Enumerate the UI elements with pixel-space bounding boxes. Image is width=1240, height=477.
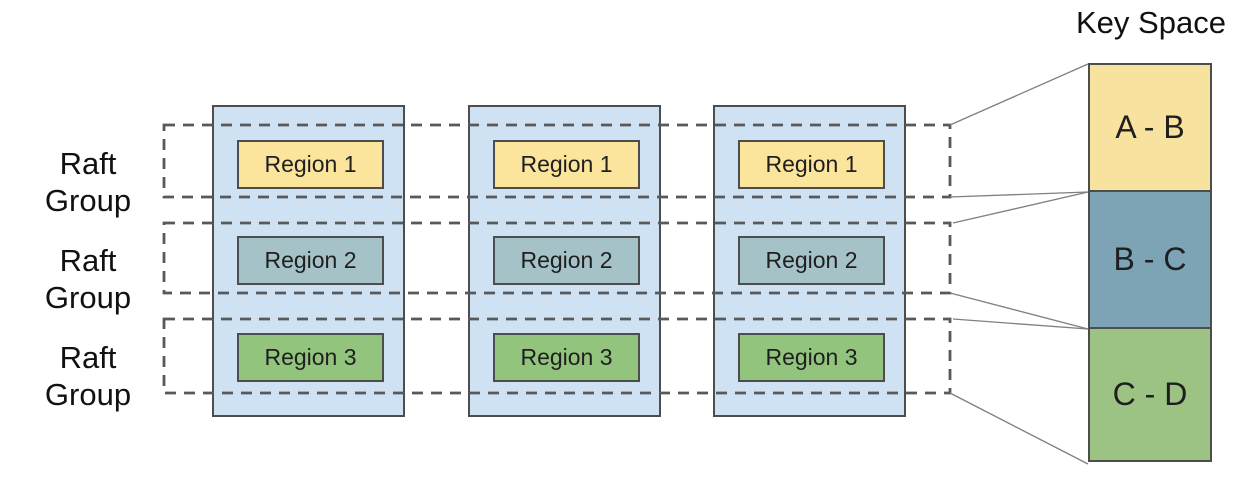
connector-group1-bottom-to-ab-bc-boundary: [949, 191, 1089, 198]
node-3-region-2: Region 2: [738, 236, 885, 285]
connector-group1-top-to-ab-top: [949, 63, 1089, 126]
node-2: Region 1 Region 2 Region 3: [468, 105, 661, 417]
node-3-region-3: Region 3: [738, 333, 885, 382]
key-space-segment-c-d: C - D: [1088, 327, 1212, 462]
connector-group2-top-to-ab-bc-boundary: [952, 191, 1089, 224]
node-2-region-3: Region 3: [493, 333, 640, 382]
node-2-region-1: Region 1: [493, 140, 640, 189]
key-space-segment-a-b: A - B: [1088, 63, 1212, 192]
raft-group-3-label: Raft Group: [44, 340, 132, 412]
node-2-region-2: Region 2: [493, 236, 640, 285]
node-1-region-1: Region 1: [237, 140, 384, 189]
raft-group-1-label: Raft Group: [44, 146, 132, 218]
raft-group-2-label: Raft Group: [44, 243, 132, 315]
connector-group3-bottom-to-cd-bottom: [949, 392, 1089, 465]
connector-group3-top-to-bc-cd-boundary: [952, 318, 1089, 330]
key-space-title: Key Space: [1076, 5, 1226, 40]
connector-group2-bottom-to-bc-cd-boundary: [949, 292, 1089, 330]
key-space-column: A - B B - C C - D: [1088, 63, 1212, 462]
node-3: Region 1 Region 2 Region 3: [713, 105, 906, 417]
node-1: Region 1 Region 2 Region 3: [212, 105, 405, 417]
key-space-segment-b-c: B - C: [1088, 190, 1212, 329]
node-1-region-3: Region 3: [237, 333, 384, 382]
node-3-region-1: Region 1: [738, 140, 885, 189]
node-1-region-2: Region 2: [237, 236, 384, 285]
